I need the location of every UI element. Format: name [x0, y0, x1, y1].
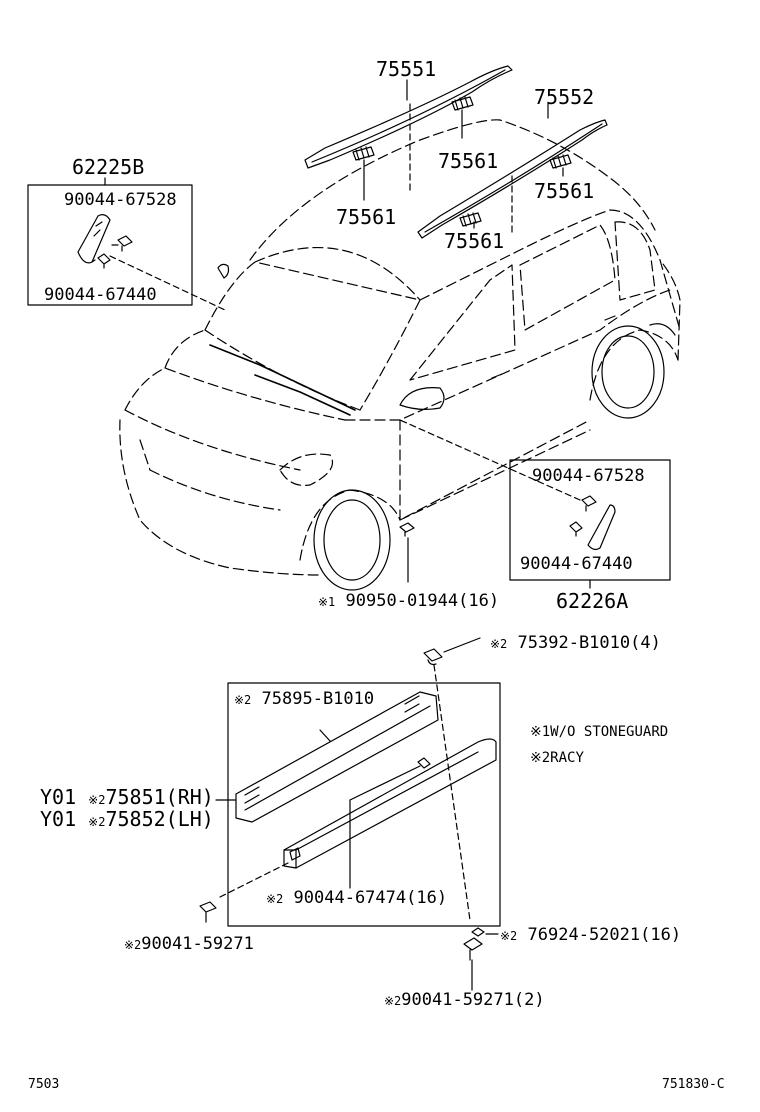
part-number: 90950-01944(16) [345, 591, 500, 611]
color-code: Y01 [40, 785, 77, 809]
part-label-75552: 75552 [534, 85, 595, 109]
part-label-90044-67528: 90044-67528 [532, 466, 645, 486]
part-number: 90041-59271 [141, 934, 254, 954]
stoneguard-pad [235, 691, 439, 823]
garnish-icon [587, 504, 616, 551]
part-label-75895-B1010: ※2 75895-B1010 [234, 690, 374, 709]
rail-clip-icon [352, 146, 375, 161]
note-mark-2: ※2 [124, 938, 142, 952]
part-number: 90041-59271(2) [401, 990, 545, 1010]
color-code: Y01 [40, 807, 77, 831]
legend-text: RACY [550, 750, 584, 766]
note-mark-2: ※2 [88, 793, 106, 807]
part-box-rocker [227, 682, 501, 927]
clip-icon [423, 648, 443, 666]
note-mark-2: ※2 [384, 994, 402, 1008]
rail-clip-icon [549, 154, 572, 169]
part-number: 76924-52021(16) [527, 925, 682, 945]
part-label-75561: 75561 [438, 149, 499, 173]
note-mark-2: ※2 [234, 693, 252, 707]
legend-note-1: ※1W/O STONEGUARD [530, 724, 668, 740]
nut-icon [471, 927, 485, 937]
part-number: 75852(LH) [105, 807, 214, 831]
clip-icon [117, 235, 133, 252]
legend-mark: ※2 [530, 750, 551, 766]
clip-icon [399, 522, 415, 537]
note-mark-2: ※2 [490, 637, 508, 651]
part-label-90041-59271-2: ※290041-59271(2) [384, 991, 545, 1010]
part-number: 90044-67474(16) [293, 888, 448, 908]
part-number: 75895-B1010 [261, 689, 375, 709]
car-wheels [313, 325, 665, 591]
roof-rail-75551 [304, 65, 513, 169]
rocker-molding [283, 738, 497, 869]
screw-icon [199, 901, 217, 923]
part-number: 75392-B1010(4) [517, 633, 661, 653]
part-label-90044-67474: ※2 90044-67474(16) [266, 889, 447, 908]
part-label-75551: 75551 [376, 57, 437, 81]
clip-icon [581, 495, 597, 512]
clip-icon [417, 757, 431, 769]
footer-left-code: 7503 [28, 1077, 60, 1092]
part-label-76924-52021: ※2 76924-52021(16) [500, 926, 681, 945]
part-label-90950-01944: ※1 90950-01944(16) [318, 592, 499, 611]
note-mark-2: ※2 [266, 892, 284, 906]
part-label-75852: Y01 ※275852(LH) [40, 808, 214, 833]
legend-mark: ※1 [530, 724, 551, 740]
part-label-90044-67440: 90044-67440 [44, 285, 157, 305]
legend-note-2: ※2RACY [530, 750, 584, 766]
note-mark-1: ※1 [318, 595, 336, 609]
footer-right-code: 751830-C [662, 1077, 725, 1092]
part-label-75392-B1010: ※2 75392-B1010(4) [490, 634, 661, 653]
roof-rail-75552 [417, 119, 608, 239]
screw-icon [463, 937, 483, 991]
part-label-90044-67528: 90044-67528 [64, 190, 177, 210]
part-label-75851: Y01 ※275851(RH) [40, 786, 214, 811]
clip-icon [97, 253, 111, 269]
car-body [119, 119, 681, 576]
car-details [209, 263, 676, 416]
part-label-90041-59271: ※290041-59271 [124, 935, 254, 954]
part-label-62225B: 62225B [72, 155, 145, 179]
clip-icon [569, 521, 583, 537]
rail-clip-icon [459, 212, 482, 227]
part-number: 75851(RH) [105, 785, 214, 809]
rail-clip-icon [451, 96, 474, 111]
note-mark-2: ※2 [88, 815, 106, 829]
legend-text: W/O STONEGUARD [550, 724, 669, 740]
leader-lines-top [363, 79, 564, 237]
part-label-75561: 75561 [444, 229, 505, 253]
note-mark-2: ※2 [500, 929, 518, 943]
part-label-62226A: 62226A [556, 589, 629, 613]
garnish-icon [77, 214, 111, 264]
part-label-75561: 75561 [336, 205, 397, 229]
part-label-90044-67440: 90044-67440 [520, 554, 633, 574]
part-box-62225B [27, 184, 193, 306]
part-label-75561: 75561 [534, 179, 595, 203]
